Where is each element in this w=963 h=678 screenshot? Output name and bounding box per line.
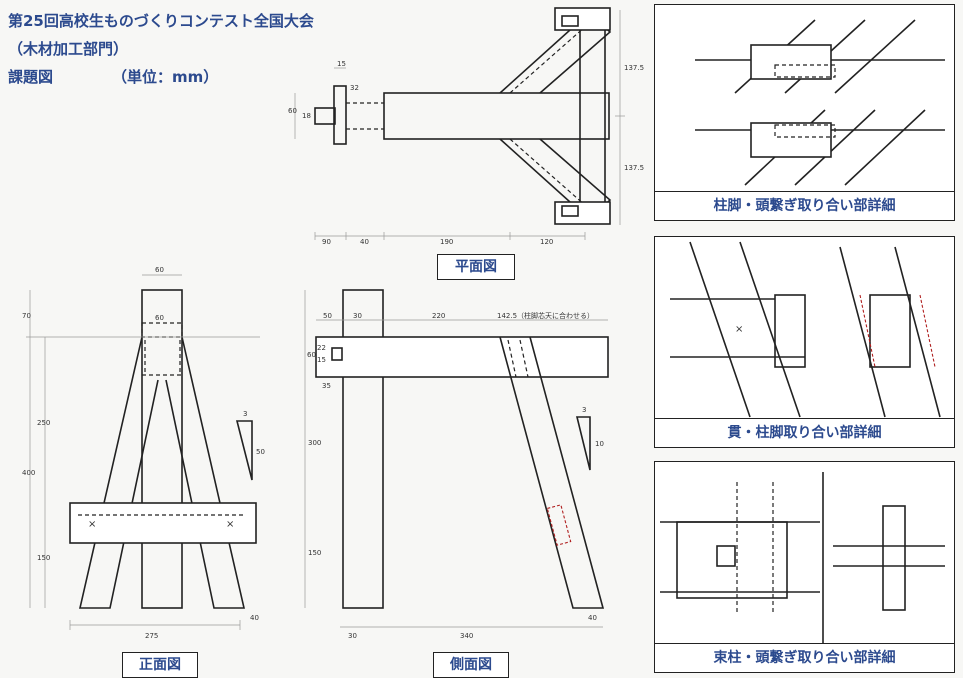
side-dim-60: 60 (307, 351, 316, 359)
contest-title: 第25回高校生ものづくりコンテスト全国大会 (8, 12, 314, 30)
side-dim-50: 50 (323, 312, 332, 320)
front-dim-top-60: 60 (155, 266, 164, 274)
detail-caption-post-head: 束柱・頭繋ぎ取り合い部詳細 (655, 643, 954, 672)
side-dim-30-bottom: 30 (348, 632, 357, 640)
detail-panel-post-head: 束柱・頭繋ぎ取り合い部詳細 (654, 461, 955, 673)
detail-panel-column-head: 柱脚・頭繋ぎ取り合い部詳細 (654, 4, 955, 221)
front-dim-150: 150 (37, 554, 50, 562)
side-dim-22: 22 (317, 344, 326, 352)
side-dim-150: 150 (308, 549, 321, 557)
detail-post-head-drawing (660, 472, 945, 644)
plan-dim-90: 90 (322, 238, 331, 246)
side-dim-40: 40 (588, 614, 597, 622)
plan-dim-40: 40 (360, 238, 369, 246)
plan-dim-60: 60 (288, 107, 297, 115)
detail-column-head-drawing (695, 19, 945, 186)
front-dim-40: 40 (250, 614, 259, 622)
plan-dim-137-top: 137.5 (624, 64, 644, 72)
plan-dim-190: 190 (440, 238, 453, 246)
detail-panel-nuki-column: × 貫・柱脚取り合い部詳細 (654, 236, 955, 448)
front-dim-275: 275 (145, 632, 158, 640)
front-dim-inner-60: 60 (155, 314, 164, 322)
side-dim-35: 35 (322, 382, 331, 390)
detail-caption-nuki-column: 貫・柱脚取り合い部詳細 (655, 418, 954, 447)
contest-subtitle: （木材加工部門） (8, 40, 129, 58)
plan-dim-32: 32 (350, 84, 359, 92)
unit-label: （単位：mm） (112, 68, 219, 86)
plan-dim-18: 18 (302, 112, 311, 120)
side-note: 142.5（柱脚芯天に合わせる） (497, 311, 594, 320)
front-slope-run: 3 (243, 410, 247, 418)
plan-dim-120: 120 (540, 238, 553, 246)
plan-dim-15: 15 (337, 60, 346, 68)
side-dim-220: 220 (432, 312, 445, 320)
side-dim-340: 340 (460, 632, 473, 640)
side-view-drawing: 3 10 50 30 220 142.5（柱脚芯天に合わせる） 22 15 60… (304, 289, 609, 640)
side-slope-run: 3 (582, 406, 586, 414)
front-view-drawing: × × 3 50 60 60 70 400 250 150 275 40 (22, 266, 265, 640)
detail-nuki-column-drawing: × (670, 241, 941, 418)
front-dim-400: 400 (22, 469, 35, 477)
front-dim-250: 250 (37, 419, 50, 427)
detail-cross: × (735, 324, 743, 335)
drawing-label: 課題図 (8, 68, 54, 86)
side-view-label: 側面図 (433, 652, 509, 678)
side-dim-300: 300 (308, 439, 321, 447)
plan-dim-137-bottom: 137.5 (624, 164, 644, 172)
front-cross-right: × (226, 519, 234, 530)
side-dim-30: 30 (353, 312, 362, 320)
side-dim-15: 15 (317, 356, 326, 364)
plan-view-drawing: 15 32 60 18 90 40 190 120 137.5 137.5 (288, 7, 644, 246)
front-slope-rise: 50 (256, 448, 265, 456)
front-dim-70: 70 (22, 312, 31, 320)
side-slope-rise: 10 (595, 440, 604, 448)
plan-view-label: 平面図 (437, 254, 515, 280)
detail-caption-column-head: 柱脚・頭繋ぎ取り合い部詳細 (655, 191, 954, 220)
front-cross-left: × (88, 519, 96, 530)
